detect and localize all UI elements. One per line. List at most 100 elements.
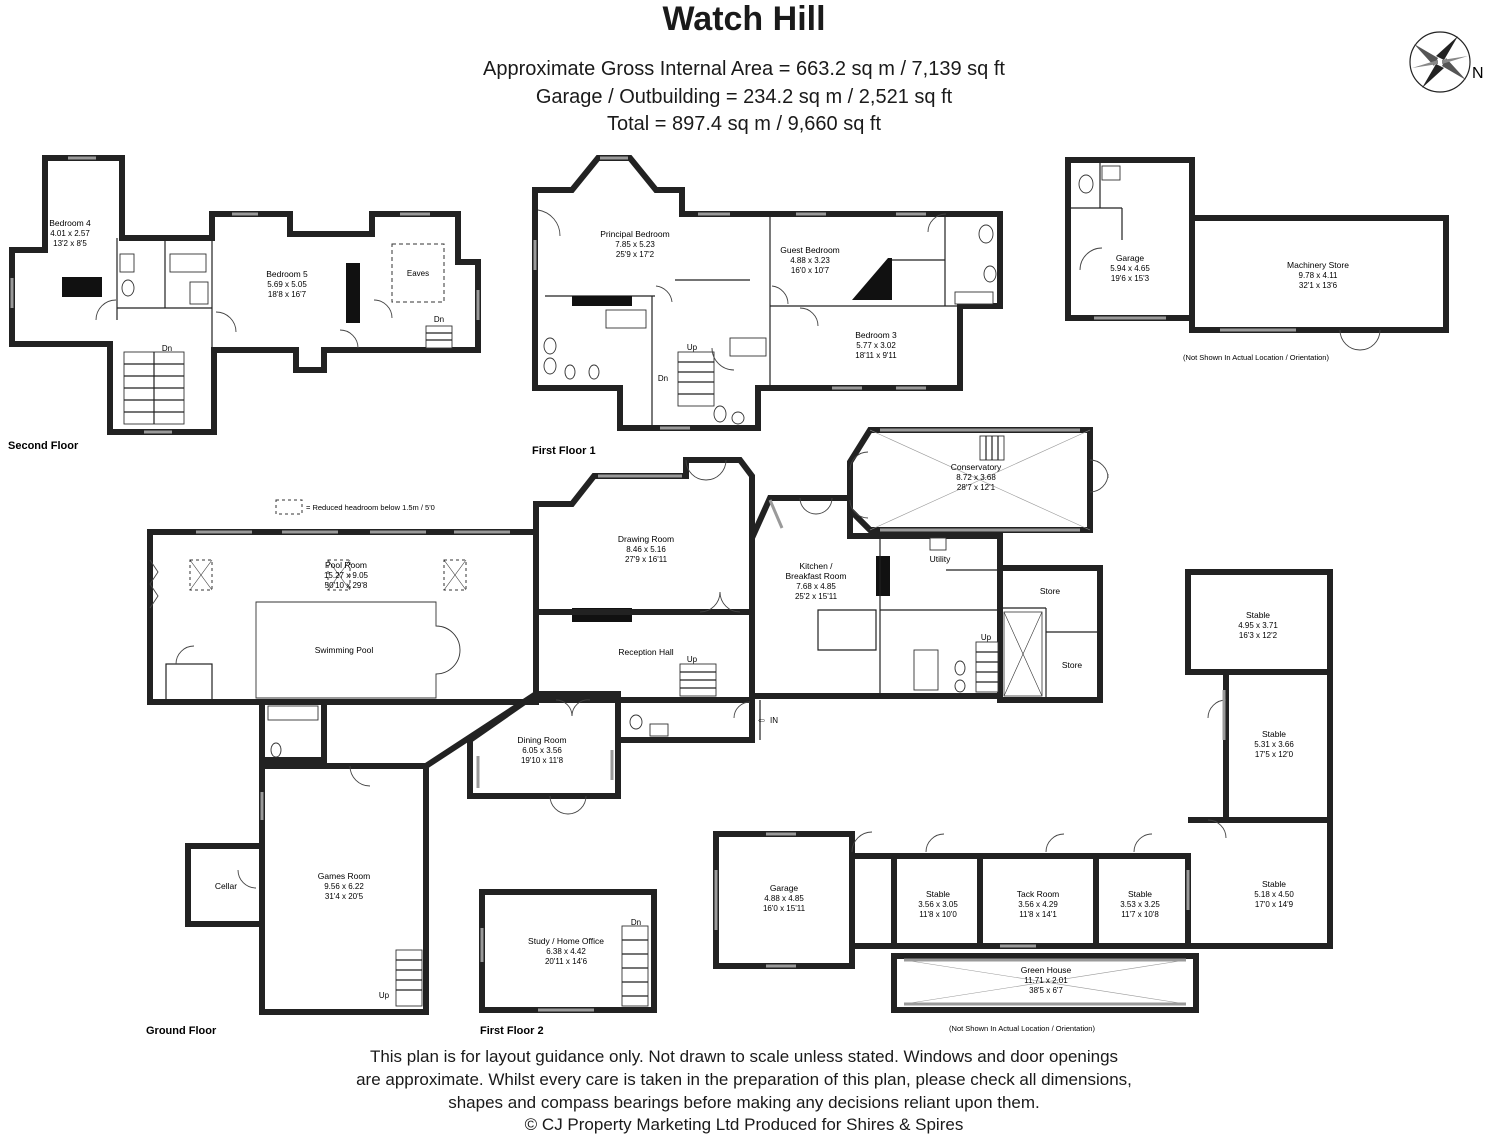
- disclaimer-line-3: shapes and compass bearings before makin…: [448, 1093, 1040, 1112]
- study-staircase: [621, 925, 649, 1007]
- not-shown-note-2: (Not Shown In Actual Location / Orientat…: [949, 1024, 1095, 1033]
- disclaimer-line-1: This plan is for layout guidance only. N…: [369, 1047, 1119, 1066]
- utility-up-label: Up: [981, 633, 992, 642]
- kitchen-name-1: Kitchen /: [799, 561, 833, 571]
- pool-room-ft: 50'10 x 29'8: [325, 581, 368, 590]
- guest-ft: 16'0 x 10'7: [791, 266, 830, 275]
- plan-title: Watch Hill: [662, 0, 826, 38]
- second-floor-plan: Eaves: [9, 155, 481, 435]
- stable-c-m: 5.18 x 4.50: [1254, 890, 1294, 899]
- garage-top-m: 5.94 x 4.65: [1110, 264, 1150, 273]
- games-name: Games Room: [318, 871, 370, 881]
- conservatory-m: 8.72 x 3.68: [956, 473, 996, 482]
- guest-m: 4.88 x 3.23: [790, 256, 830, 265]
- garage-bottom-m: 4.88 x 4.85: [764, 894, 804, 903]
- second-floor-dn-label: Dn: [162, 344, 172, 353]
- stable-a-name: Stable: [926, 889, 950, 899]
- stable-b-m: 3.53 x 3.25: [1120, 900, 1160, 909]
- machinery-name: Machinery Store: [1287, 260, 1349, 270]
- principal-ft: 25'9 x 17'2: [616, 250, 655, 259]
- study-ft: 20'11 x 14'6: [545, 957, 588, 966]
- dining-m: 6.05 x 3.56: [522, 746, 562, 755]
- guest-name: Guest Bedroom: [780, 245, 840, 255]
- ground-floor-label: Ground Floor: [146, 1025, 217, 1037]
- bedroom3-m: 5.77 x 3.02: [856, 341, 896, 350]
- store-1-name: Store: [1040, 586, 1061, 596]
- outbuildings-plan: [713, 569, 1333, 1013]
- reduced-headroom-key-icon: [275, 499, 303, 515]
- games-ft: 31'4 x 20'5: [325, 892, 364, 901]
- stable-d-m: 4.95 x 3.71: [1238, 621, 1278, 630]
- kitchen-ft: 25'2 x 15'11: [795, 592, 838, 601]
- drawing-ft: 27'9 x 16'11: [625, 555, 668, 564]
- swimming-pool-shape: [255, 601, 461, 699]
- not-shown-note-1: (Not Shown In Actual Location / Orientat…: [1183, 353, 1329, 362]
- swimming-pool-name: Swimming Pool: [315, 645, 374, 655]
- bedroom4-name: Bedroom 4: [49, 218, 91, 228]
- first-floor-2-plan: [479, 889, 657, 1013]
- reception-name: Reception Hall: [618, 647, 673, 657]
- area-line-2: Garage / Outbuilding = 234.2 sq m / 2,52…: [535, 86, 953, 108]
- reception-staircase: [679, 663, 717, 697]
- stable-e-m: 5.31 x 3.66: [1254, 740, 1294, 749]
- machinery-ft: 32'1 x 13'6: [1299, 281, 1338, 290]
- kitchen-m: 7.68 x 4.85: [796, 582, 836, 591]
- first-floor-staircase: [677, 351, 715, 407]
- bedroom5-name: Bedroom 5: [266, 269, 308, 279]
- study-m: 6.38 x 4.42: [546, 947, 586, 956]
- principal-m: 7.85 x 5.23: [615, 240, 655, 249]
- garage-top-ft: 19'6 x 15'3: [1111, 274, 1150, 283]
- second-floor-staircase: [123, 325, 453, 425]
- first-floor-1-plan: [532, 155, 1003, 431]
- headroom-note: = Reduced headroom below 1.5m / 5'0: [306, 503, 435, 512]
- dining-name: Dining Room: [517, 735, 566, 745]
- principal-name: Principal Bedroom: [600, 229, 669, 239]
- area-line-1: Approximate Gross Internal Area = 663.2 …: [483, 58, 1005, 80]
- compass-icon: [1409, 31, 1471, 93]
- stable-b-ft: 11'7 x 10'8: [1121, 910, 1159, 919]
- first-floor-2-label: First Floor 2: [480, 1025, 544, 1037]
- pool-room-name: Pool Room: [325, 560, 367, 570]
- tack-name: Tack Room: [1017, 889, 1060, 899]
- stable-b-name: Stable: [1128, 889, 1152, 899]
- conservatory-ft: 28'7 x 12'1: [957, 483, 996, 492]
- first-floor-1-label: First Floor 1: [532, 445, 596, 457]
- games-room-staircase: [395, 949, 423, 1007]
- machinery-m: 9.78 x 4.11: [1299, 271, 1339, 280]
- stable-c-name: Stable: [1262, 879, 1286, 889]
- bedroom3-ft: 18'11 x 9'11: [855, 351, 897, 360]
- garage-machinery-plan: [1065, 157, 1449, 351]
- stable-d-ft: 16'3 x 12'2: [1239, 631, 1278, 640]
- second-floor-label: Second Floor: [8, 440, 79, 452]
- first-floor-up-label: Up: [687, 343, 698, 352]
- bedroom5-m: 5.69 x 5.05: [267, 280, 307, 289]
- conservatory-steps: [979, 435, 1005, 461]
- bedroom3-name: Bedroom 3: [855, 330, 897, 340]
- second-floor-dn-label-2: Dn: [434, 315, 444, 324]
- compass-north-label: N: [1472, 65, 1484, 82]
- bedroom5-ft: 18'8 x 16'7: [268, 290, 307, 299]
- stable-a-ft: 11'8 x 10'0: [919, 910, 957, 919]
- garage-top-name: Garage: [1116, 253, 1145, 263]
- reception-up-label: Up: [687, 655, 698, 664]
- study-dn-label: Dn: [631, 918, 641, 927]
- games-m: 9.56 x 6.22: [324, 882, 364, 891]
- greenhouse-ft: 38'5 x 6'7: [1029, 986, 1063, 995]
- stable-e-name: Stable: [1262, 729, 1286, 739]
- dining-ft: 19'10 x 11'8: [521, 756, 564, 765]
- greenhouse-m: 11.71 x 2.01: [1024, 976, 1068, 985]
- bedroom4-ft: 13'2 x 8'5: [53, 239, 87, 248]
- greenhouse-name: Green House: [1021, 965, 1072, 975]
- eaves-label: Eaves: [407, 269, 429, 278]
- stable-a-m: 3.56 x 3.05: [918, 900, 958, 909]
- cellar-name: Cellar: [215, 881, 237, 891]
- drawing-name: Drawing Room: [618, 534, 674, 544]
- entrance-arrow-icon: ⇦: [758, 716, 765, 725]
- games-up-label: Up: [379, 991, 390, 1000]
- first-floor-dn-label: Dn: [658, 374, 668, 383]
- stable-d-name: Stable: [1246, 610, 1270, 620]
- utility-staircase: [975, 641, 999, 693]
- store-2-name: Store: [1062, 660, 1083, 670]
- utility-name: Utility: [930, 554, 952, 564]
